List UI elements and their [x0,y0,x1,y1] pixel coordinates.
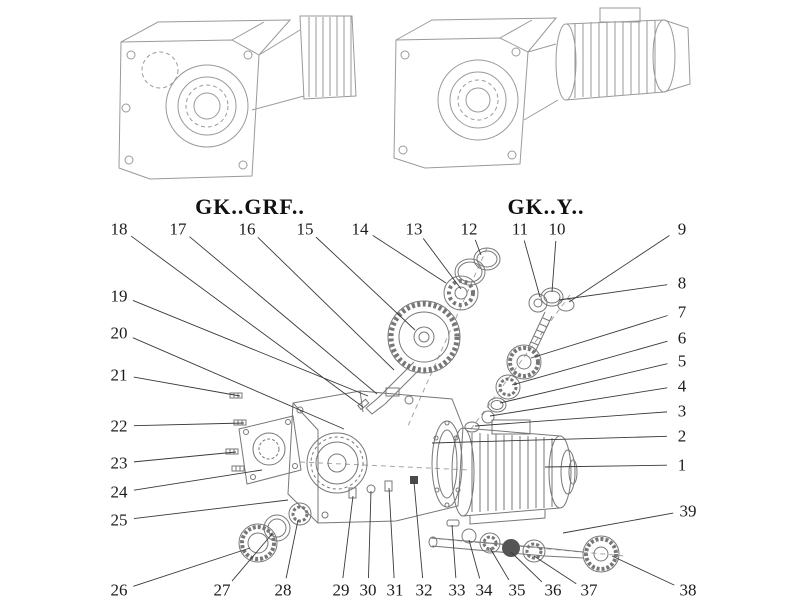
part-callout-1: 1 [677,455,687,475]
leader-line-4 [489,387,668,417]
part-callout-37: 37 [580,580,598,600]
cover-plate-and-bolts [225,392,302,485]
leader-line-29 [342,495,354,579]
leader-line-6 [511,340,668,386]
leader-line-2 [431,435,668,444]
leader-line-7 [530,315,668,359]
output-seals [238,502,312,563]
leader-line-31 [388,487,395,579]
part-callout-25: 25 [110,510,128,530]
input-rings-and-bearing [443,247,501,311]
part-callout-20: 20 [110,323,128,343]
leader-line-3 [474,411,668,427]
part-callout-11: 11 [511,219,529,239]
part-callout-32: 32 [415,580,433,600]
leader-line-17 [189,236,378,395]
leader-line-36 [510,551,543,583]
leader-line-30 [368,490,372,579]
part-callout-27: 27 [213,580,231,600]
variant-title-gk-y: GK..Y.. [507,194,585,219]
leader-line-15 [315,236,416,331]
part-callout-10: 10 [548,219,566,239]
leader-line-10 [551,240,557,293]
part-callout-39: 39 [679,501,697,521]
leader-line-5 [499,363,668,404]
leader-line-27 [231,533,273,582]
leader-line-8 [558,284,668,301]
leader-line-24 [133,469,263,491]
part-callout-8: 8 [677,273,687,293]
part-callout-30: 30 [359,580,377,600]
part-callout-38: 38 [679,580,697,600]
part-callout-7: 7 [677,302,687,322]
part-callout-6: 6 [677,328,687,348]
part-callout-22: 22 [110,416,128,436]
part-callout-17: 17 [169,219,187,239]
leader-line-9 [568,235,670,303]
leader-line-21 [133,376,241,397]
part-callout-23: 23 [110,453,128,473]
leader-line-39 [562,512,674,534]
part-callout-5: 5 [677,351,687,371]
part-callout-33: 33 [448,580,466,600]
part-callout-19: 19 [110,286,128,306]
leader-line-1 [544,464,668,468]
leader-line-14 [372,235,447,284]
part-callout-24: 24 [110,482,128,502]
leader-line-19 [132,300,369,397]
part-callout-34: 34 [475,580,493,600]
part-callout-21: 21 [110,365,128,385]
motor-top-drawing [523,7,691,121]
leader-line-32 [413,481,424,579]
leader-line-38 [611,555,675,586]
leader-line-35 [489,547,510,581]
part-callout-15: 15 [296,219,314,239]
part-callout-16: 16 [238,219,256,239]
gearbox-grf-drawing [118,15,357,180]
part-callout-3: 3 [677,401,687,421]
motor-drawing [451,419,578,525]
part-callout-35: 35 [508,580,526,600]
leader-line-13 [422,238,462,290]
part-callout-31: 31 [386,580,404,600]
part-callout-9: 9 [677,219,687,239]
output-shaft-assembly [428,519,620,573]
part-callout-29: 29 [332,580,350,600]
leader-line-26 [133,547,251,587]
big-gear-and-shaft [357,300,461,415]
variant-title-gk-grf: GK..GRF.. [195,194,305,219]
leader-line-28 [285,519,299,579]
leader-line-37 [533,555,577,585]
gearbox-y-drawing [393,7,691,169]
part-callout-4: 4 [677,376,687,396]
part-callout-18: 18 [110,219,128,239]
part-callout-13: 13 [405,219,423,239]
leader-line-11 [523,240,541,298]
part-callout-2: 2 [677,426,687,446]
leader-line-25 [133,499,289,520]
exploded-view-drawing [225,247,626,573]
leader-line-12 [474,239,482,256]
part-callout-28: 28 [274,580,292,600]
part-callout-14: 14 [351,219,369,239]
leader-line-34 [468,539,481,579]
leader-line-22 [133,422,245,427]
leader-line-33 [451,524,457,579]
leader-line-16 [257,236,395,371]
leader-line-23 [133,451,237,463]
part-callout-26: 26 [110,580,128,600]
part-callout-12: 12 [460,219,478,239]
leader-line-20 [132,337,345,430]
part-callout-36: 36 [544,580,562,600]
